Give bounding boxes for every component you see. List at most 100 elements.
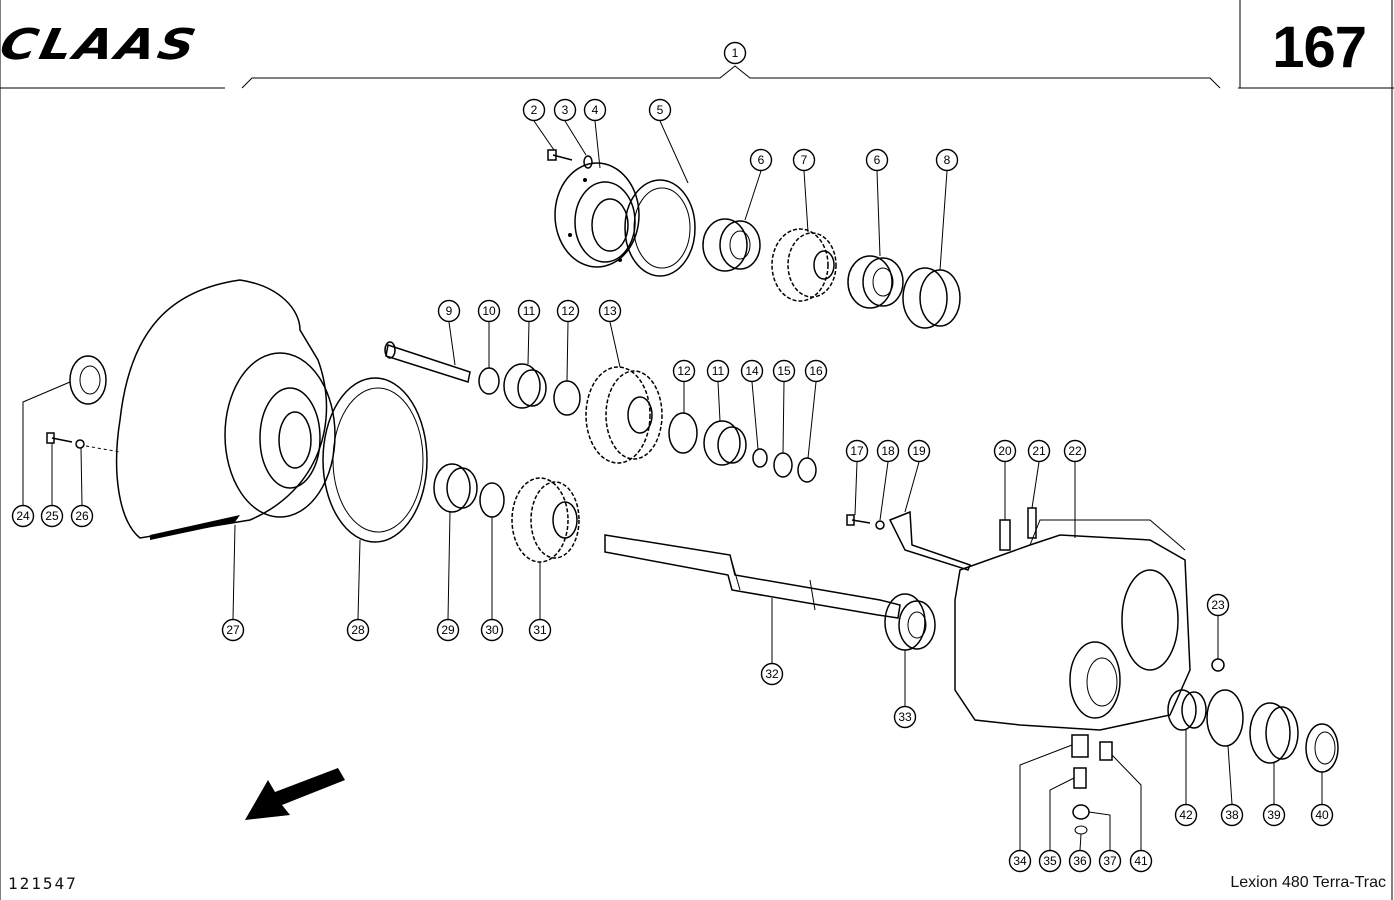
callout-label: 9 — [446, 304, 453, 318]
callout-19: 19 — [907, 439, 931, 463]
callout-25: 25 — [40, 504, 64, 528]
callout-10: 10 — [477, 299, 501, 323]
callout-label: 25 — [45, 509, 59, 523]
callout-32: 32 — [760, 662, 784, 686]
callout-34: 34 — [1008, 849, 1032, 873]
callout-6b: 6 — [865, 148, 889, 172]
model-caption: Lexion 480 Terra-Trac — [1230, 874, 1386, 891]
callout-label: 8 — [944, 153, 951, 167]
callout-35: 35 — [1038, 849, 1062, 873]
bearing-cover-part — [554, 162, 640, 268]
callout-29: 29 — [436, 618, 460, 642]
callout-label: 14 — [745, 364, 759, 378]
callout-17: 17 — [845, 439, 869, 463]
callout-label: 20 — [998, 444, 1012, 458]
callout-3: 3 — [553, 98, 577, 122]
callout-42: 42 — [1174, 803, 1198, 827]
callout-label: 32 — [765, 667, 779, 681]
large-gasket-part — [322, 377, 428, 543]
callout-16: 16 — [804, 359, 828, 383]
callout-41: 41 — [1129, 849, 1153, 873]
callout-27: 27 — [221, 618, 245, 642]
callout-label: 3 — [562, 103, 569, 117]
callout-label: 2 — [531, 103, 538, 117]
callout-label: 19 — [912, 444, 926, 458]
seal-part — [69, 355, 107, 405]
callout-label: 30 — [485, 623, 499, 637]
o-ring-part — [478, 367, 500, 395]
callout-37: 37 — [1098, 849, 1122, 873]
callout-label: 18 — [881, 444, 895, 458]
callout-23: 23 — [1206, 593, 1230, 617]
callout-label: 29 — [441, 623, 455, 637]
callout-39: 39 — [1262, 803, 1286, 827]
callout-22: 22 — [1063, 439, 1087, 463]
callout-label: 12 — [561, 304, 575, 318]
callout-2: 2 — [522, 98, 546, 122]
callout-15: 15 — [772, 359, 796, 383]
callout-28: 28 — [346, 618, 370, 642]
callout-label: 12 — [677, 364, 691, 378]
callout-label: 11 — [523, 304, 536, 318]
callout-label: 35 — [1043, 854, 1057, 868]
callout-label: 40 — [1315, 808, 1329, 822]
callout-38: 38 — [1220, 803, 1244, 827]
direction-arrow-icon — [245, 768, 345, 820]
stub-shaft-part — [384, 341, 471, 383]
callout-6a: 6 — [749, 148, 773, 172]
drawing-number: 121547 — [8, 874, 78, 893]
circlip-part — [553, 380, 581, 416]
callout-33: 33 — [893, 705, 917, 729]
callout-label: 41 — [1134, 854, 1148, 868]
callout-label: 28 — [351, 623, 365, 637]
callout-21: 21 — [1027, 439, 1051, 463]
callout-1: 1 — [723, 41, 747, 65]
gear-31-part — [511, 477, 580, 563]
callout-12b: 12 — [672, 359, 696, 383]
callout-7: 7 — [792, 148, 816, 172]
callout-label: 10 — [482, 304, 496, 318]
callout-4: 4 — [583, 98, 607, 122]
callout-18: 18 — [876, 439, 900, 463]
callout-26: 26 — [70, 504, 94, 528]
callout-14: 14 — [740, 359, 764, 383]
ring-part — [902, 267, 961, 329]
callout-label: 16 — [809, 364, 823, 378]
callout-11b: 11 — [706, 359, 730, 383]
callout-label: 26 — [75, 509, 89, 523]
callout-label: 6 — [874, 153, 881, 167]
gearbox-housing-part — [954, 519, 1191, 731]
callout-12a: 12 — [556, 299, 580, 323]
callout-36: 36 — [1068, 849, 1092, 873]
callout-label: 13 — [603, 304, 617, 318]
callout-40: 40 — [1310, 803, 1334, 827]
callout-label: 17 — [850, 444, 864, 458]
gear-13-part — [585, 366, 663, 464]
callout-label: 6 — [758, 153, 765, 167]
callout-label: 24 — [16, 509, 30, 523]
callout-24: 24 — [11, 504, 35, 528]
callout-label: 21 — [1032, 444, 1046, 458]
gear-part — [771, 228, 837, 302]
callout-label: 38 — [1225, 808, 1239, 822]
callout-label: 4 — [592, 103, 599, 117]
bearing-part — [702, 218, 904, 309]
page-number: 167 — [1272, 15, 1367, 80]
callout-31: 31 — [528, 618, 552, 642]
callout-label: 33 — [898, 710, 912, 724]
callout-5: 5 — [648, 98, 672, 122]
callout-label: 22 — [1068, 444, 1082, 458]
callout-30: 30 — [480, 618, 504, 642]
callout-13: 13 — [598, 299, 622, 323]
callout-label: 31 — [533, 623, 547, 637]
callout-label: 37 — [1103, 854, 1117, 868]
housing-part — [115, 279, 336, 540]
callout-label: 42 — [1179, 808, 1193, 822]
callout-label: 15 — [777, 364, 791, 378]
callout-20: 20 — [993, 439, 1017, 463]
callout-label: 34 — [1013, 854, 1027, 868]
callout-label: 27 — [226, 623, 240, 637]
gasket-part — [624, 179, 696, 277]
